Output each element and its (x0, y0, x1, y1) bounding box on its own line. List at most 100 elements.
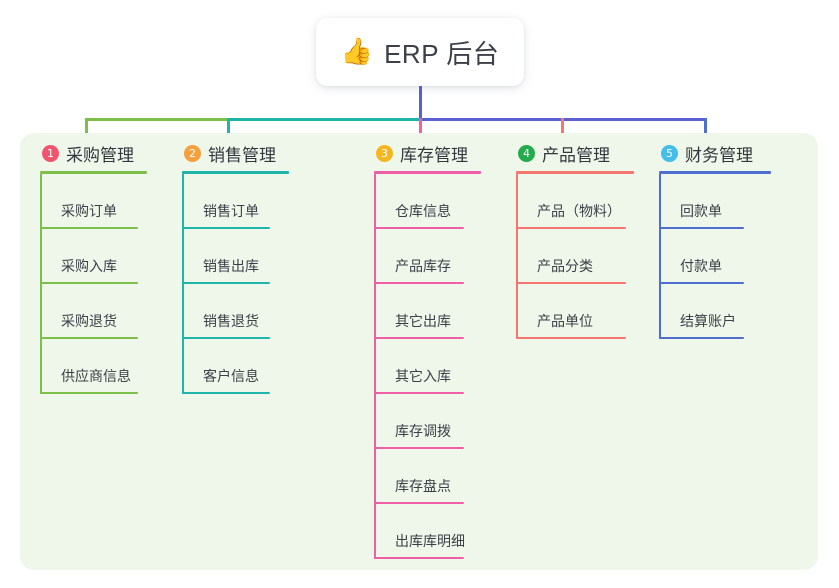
list-item-rule (659, 282, 744, 284)
list-item[interactable]: 回款单 (659, 174, 771, 229)
list-item-label: 采购入库 (61, 258, 117, 274)
list-item[interactable]: 客户信息 (182, 339, 289, 394)
list-item[interactable]: 付款单 (659, 229, 771, 284)
list-item-rule (516, 227, 626, 229)
column-header-rule-3 (374, 171, 481, 174)
list-item-label: 产品单位 (537, 313, 593, 329)
column-header-rule-1 (40, 171, 147, 174)
column-items-1: 采购订单采购入库采购退货供应商信息 (40, 174, 147, 394)
column-header-rule-5 (659, 171, 771, 174)
list-item[interactable]: 仓库信息 (374, 174, 481, 229)
column-3: 3 库存管理仓库信息产品库存其它出库其它入库库存调拨库存盘点出库库明细 (374, 140, 481, 559)
list-item-label: 库存盘点 (395, 478, 451, 494)
list-item-rule (659, 227, 744, 229)
list-item-rule (659, 337, 744, 339)
root-stem-line (419, 86, 422, 120)
column-header-2[interactable]: 2 销售管理 (182, 140, 289, 166)
list-item-label: 库存调拨 (395, 423, 451, 439)
list-item-rule (182, 227, 270, 229)
list-item-rule (40, 282, 138, 284)
column-header-rule-4 (516, 171, 634, 174)
list-item[interactable]: 采购退货 (40, 284, 147, 339)
list-item[interactable]: 销售出库 (182, 229, 289, 284)
bus-line-left (85, 118, 227, 121)
list-item-rule (40, 392, 138, 394)
list-item-rule (374, 392, 464, 394)
list-item-label: 采购订单 (61, 203, 117, 219)
bus-line-mid (227, 118, 419, 121)
list-item[interactable]: 结算账户 (659, 284, 771, 339)
column-items-3: 仓库信息产品库存其它出库其它入库库存调拨库存盘点出库库明细 (374, 174, 481, 559)
list-item-label: 采购退货 (61, 313, 117, 329)
column-5: 5 财务管理回款单付款单结算账户 (659, 140, 771, 339)
list-item-rule (374, 557, 464, 559)
column-header-5[interactable]: 5 财务管理 (659, 140, 771, 166)
column-header-rule-2 (182, 171, 289, 174)
list-item[interactable]: 产品（物料） (516, 174, 634, 229)
list-item[interactable]: 其它入库 (374, 339, 481, 394)
column-badge-1: 1 (42, 144, 59, 162)
column-badge-5: 5 (661, 144, 678, 162)
column-badge-2: 2 (184, 144, 201, 162)
column-2: 2 销售管理销售订单销售出库销售退货客户信息 (182, 140, 289, 394)
list-item[interactable]: 出库库明细 (374, 504, 481, 559)
list-item-label: 供应商信息 (61, 368, 131, 384)
column-spine-3 (374, 174, 376, 559)
list-item-label: 仓库信息 (395, 203, 451, 219)
column-title-2: 销售管理 (208, 145, 276, 165)
column-header-3[interactable]: 3 库存管理 (374, 140, 481, 166)
column-spine-4 (516, 174, 518, 339)
list-item-rule (374, 447, 464, 449)
list-item[interactable]: 供应商信息 (40, 339, 147, 394)
column-badge-4: 4 (518, 144, 535, 162)
diagram-panel (20, 133, 818, 570)
list-item-label: 客户信息 (203, 368, 259, 384)
list-item-rule (374, 282, 464, 284)
column-header-4[interactable]: 4 产品管理 (516, 140, 634, 166)
list-item-rule (182, 337, 270, 339)
list-item-rule (182, 392, 270, 394)
column-items-5: 回款单付款单结算账户 (659, 174, 771, 339)
list-item-rule (40, 227, 138, 229)
list-item-rule (374, 337, 464, 339)
list-item[interactable]: 采购订单 (40, 174, 147, 229)
list-item-rule (182, 282, 270, 284)
list-item-label: 出库库明细 (395, 533, 465, 549)
list-item-label: 销售订单 (203, 203, 259, 219)
column-title-5: 财务管理 (685, 145, 753, 165)
list-item-rule (40, 337, 138, 339)
list-item-label: 回款单 (680, 203, 722, 219)
list-item-label: 销售退货 (203, 313, 259, 329)
root-node-card[interactable]: 👍 ERP 后台 (316, 18, 524, 86)
list-item[interactable]: 库存盘点 (374, 449, 481, 504)
list-item[interactable]: 销售订单 (182, 174, 289, 229)
list-item-label: 其它出库 (395, 313, 451, 329)
list-item-label: 其它入库 (395, 368, 451, 384)
list-item-rule (374, 227, 464, 229)
column-spine-1 (40, 174, 42, 394)
column-header-1[interactable]: 1 采购管理 (40, 140, 147, 166)
column-4: 4 产品管理产品（物料） 产品分类产品单位 (516, 140, 634, 339)
column-title-3: 库存管理 (400, 145, 468, 165)
list-item-rule (516, 337, 626, 339)
column-badge-3: 3 (376, 144, 393, 162)
column-title-1: 采购管理 (66, 145, 134, 165)
list-item[interactable]: 采购入库 (40, 229, 147, 284)
root-node-title: ERP 后台 (384, 38, 500, 69)
list-item-rule (516, 282, 626, 284)
thumbs-up-icon: 👍 (340, 37, 374, 67)
list-item[interactable]: 其它出库 (374, 284, 481, 339)
list-item[interactable]: 销售退货 (182, 284, 289, 339)
column-items-2: 销售订单销售出库销售退货客户信息 (182, 174, 289, 394)
list-item-label: 付款单 (680, 258, 722, 274)
column-items-4: 产品（物料） 产品分类产品单位 (516, 174, 634, 339)
column-title-4: 产品管理 (542, 145, 610, 165)
list-item[interactable]: 产品库存 (374, 229, 481, 284)
list-item-label: 产品库存 (395, 258, 451, 274)
list-item[interactable]: 库存调拨 (374, 394, 481, 449)
column-1: 1 采购管理采购订单采购入库采购退货供应商信息 (40, 140, 147, 394)
list-item[interactable]: 产品分类 (516, 229, 634, 284)
list-item-label: 销售出库 (203, 258, 259, 274)
list-item[interactable]: 产品单位 (516, 284, 634, 339)
list-item-label: 产品（物料） (537, 203, 621, 219)
